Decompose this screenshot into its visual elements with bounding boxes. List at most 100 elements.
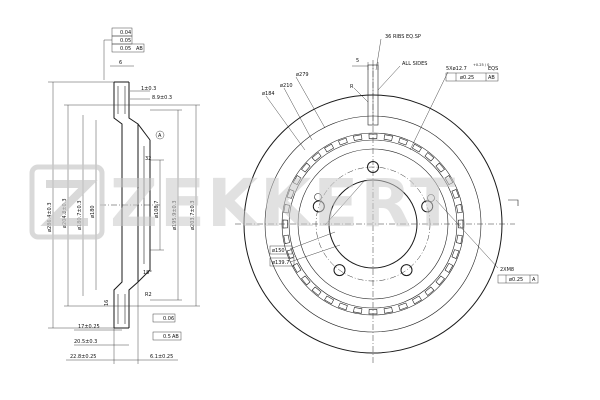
bolt-hole bbox=[333, 264, 346, 277]
tol-bot-3: AB bbox=[172, 334, 179, 340]
vent-rib bbox=[424, 286, 435, 296]
d279-label: ø279 bbox=[296, 72, 309, 78]
d204-label: ø204.8±0.3 bbox=[62, 198, 68, 228]
diag-line bbox=[324, 179, 366, 226]
dim-20-label: 20.5±0.3 bbox=[74, 339, 97, 345]
tol-bot-2: 0.5 bbox=[163, 334, 171, 340]
d203-label: ø203.7±0.3 bbox=[190, 200, 196, 230]
vent-rib bbox=[311, 152, 322, 162]
leader-m8 bbox=[435, 199, 499, 269]
leader-r bbox=[353, 87, 369, 103]
leader-279 bbox=[295, 76, 326, 129]
brand-watermark-text: ZEKKERT bbox=[110, 165, 457, 242]
r-label: R bbox=[350, 84, 354, 90]
tol-top-1: 0.04 bbox=[120, 30, 131, 36]
m8-frame bbox=[497, 274, 539, 284]
vent-rib bbox=[301, 275, 311, 286]
hole-pos-tol: ø0.25 bbox=[460, 75, 474, 81]
m8-hole-left bbox=[314, 193, 322, 201]
bolt-hole bbox=[312, 200, 325, 213]
vent-rib bbox=[424, 152, 435, 162]
vent-rib bbox=[398, 302, 408, 311]
leader-139 bbox=[289, 244, 341, 263]
disc-profile-outer bbox=[113, 82, 123, 328]
ventilation-ribs bbox=[282, 133, 464, 315]
vent-rib bbox=[282, 219, 288, 229]
bolt-hole bbox=[421, 200, 434, 213]
vent-rib bbox=[353, 134, 363, 141]
leader-holes bbox=[409, 71, 449, 151]
hat-face-c bbox=[137, 269, 151, 283]
hole-eqs: EQS bbox=[488, 66, 498, 72]
d210-label: ø210 bbox=[280, 83, 293, 89]
logo-mark bbox=[29, 164, 105, 240]
d180-label: ø180 bbox=[90, 205, 96, 218]
vent-rib bbox=[435, 275, 445, 286]
vent-rib bbox=[283, 204, 290, 214]
vent-rib bbox=[456, 234, 463, 244]
vent-rib bbox=[398, 137, 408, 146]
leader-150 bbox=[289, 231, 336, 250]
tol-frame-bot-2 bbox=[152, 331, 182, 341]
ribs-note: 36 RIBS EQ.SP bbox=[385, 34, 421, 40]
hole-tol: +0.25 / 0 bbox=[473, 63, 489, 67]
brand-watermark: ZEKKERT bbox=[29, 164, 457, 242]
vent-rib bbox=[444, 262, 454, 273]
vent-rib bbox=[283, 234, 290, 244]
vent-rib bbox=[383, 134, 393, 141]
dim-5-label: 5 bbox=[356, 58, 359, 64]
tol-top-extra: AB bbox=[136, 46, 143, 52]
dim-22-label: 22.8±0.25 bbox=[70, 354, 96, 360]
tol-bot-1: 0.06 bbox=[163, 316, 174, 322]
vent-rib bbox=[411, 143, 422, 153]
vent-rib bbox=[368, 133, 378, 139]
vent-rib bbox=[301, 162, 311, 173]
tol-top-3: 0.05 bbox=[120, 46, 131, 52]
vent-rib bbox=[311, 286, 322, 296]
vent-rib bbox=[456, 204, 463, 214]
dim-17-label: 17±0.25 bbox=[78, 324, 100, 330]
vent-rib bbox=[435, 162, 445, 173]
m8-ref: A bbox=[532, 277, 536, 283]
hole-pos-ref: AB bbox=[488, 75, 495, 81]
disc-profile-inner bbox=[128, 82, 139, 328]
d150-frame bbox=[269, 245, 293, 255]
hat-face bbox=[137, 123, 151, 141]
dim-16-label: 16 bbox=[104, 300, 110, 306]
tol-frame-top-3 bbox=[111, 43, 145, 53]
datum-a-circle bbox=[155, 130, 165, 140]
leader-all-sides bbox=[377, 65, 401, 91]
leader-210 bbox=[283, 87, 313, 141]
m8-hole-right bbox=[427, 194, 435, 202]
d139-label: ø139.7 bbox=[272, 260, 289, 266]
angle-32: 32 bbox=[145, 156, 151, 162]
d180-7-label: ø180.7±0.3 bbox=[77, 200, 83, 230]
vent-rib bbox=[368, 309, 378, 315]
d108-label: ø108.7 bbox=[154, 201, 160, 218]
vent-rib bbox=[324, 295, 335, 305]
side-view: ø286.4±0.3 ø204.8±0.3 ø180.7±0.3 ø180 ø1… bbox=[47, 27, 200, 364]
d150-label: ø150 bbox=[272, 248, 285, 254]
m8-tol: ø0.25 bbox=[509, 277, 523, 283]
d184-label: ø184 bbox=[262, 91, 275, 97]
section-marker bbox=[508, 199, 519, 206]
m8-note: 2XM8 bbox=[500, 267, 514, 273]
vent-rib bbox=[292, 175, 302, 186]
d195-label: ø195.9±0.3 bbox=[172, 200, 178, 230]
dim-8-9-label: 8.9±0.3 bbox=[152, 95, 172, 101]
vent-rib bbox=[451, 249, 460, 259]
vent-rib bbox=[292, 262, 302, 273]
d139-frame bbox=[269, 257, 295, 267]
front-view: 36 RIBS EQ.SP 5 ALL SIDES 5Xø12.7 +0.25 … bbox=[235, 34, 539, 365]
tol-frame-bot-1 bbox=[152, 313, 176, 323]
hole-frame bbox=[445, 72, 499, 82]
r2-label: R2 bbox=[145, 292, 152, 298]
vent-rib bbox=[286, 189, 295, 199]
leader-184 bbox=[265, 95, 306, 151]
vent-rib bbox=[411, 295, 422, 305]
bolt-hole bbox=[400, 264, 413, 277]
angle-18: 18° bbox=[143, 270, 152, 276]
dim-1-label: 1±0.3 bbox=[141, 86, 156, 92]
